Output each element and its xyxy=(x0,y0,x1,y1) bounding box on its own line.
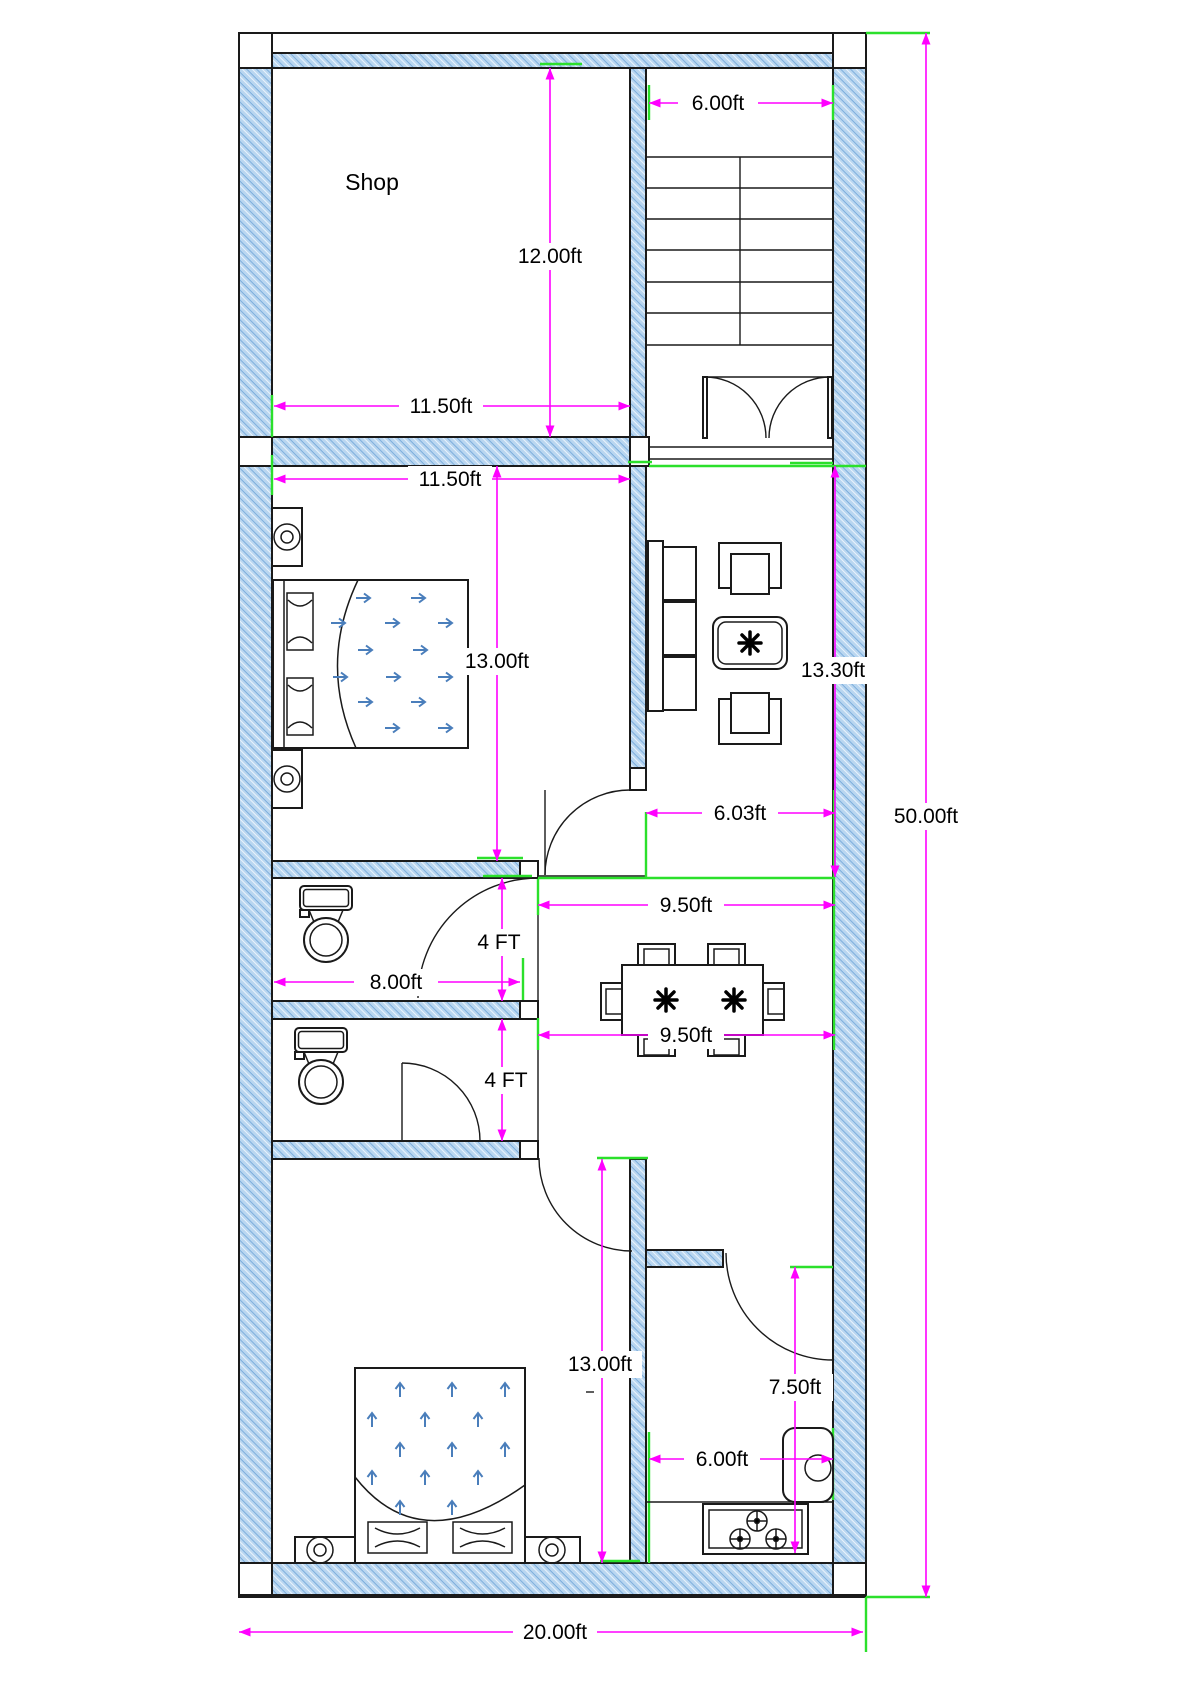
bedroom2-door-arc xyxy=(538,1157,633,1252)
living-left-wall xyxy=(629,465,647,769)
wall-end-cap xyxy=(629,767,647,791)
toilet-icon xyxy=(294,1027,348,1105)
dim-label-stair-width: 6.00ft xyxy=(692,92,745,115)
kitchen-fixtures xyxy=(646,1427,834,1555)
dim-label-shop-height: 12.00ft xyxy=(518,245,582,268)
bed-icon xyxy=(271,507,469,809)
wall-block xyxy=(238,436,273,467)
column-bottom-left xyxy=(238,1562,273,1596)
coffee-table-icon xyxy=(712,616,788,670)
dim-label-toilet1-height: 4 FT xyxy=(477,931,520,954)
dim-label-toilet1-width: 8.00ft xyxy=(370,971,423,994)
staircase xyxy=(646,156,833,346)
kitchen-door-arc xyxy=(725,1252,834,1361)
pillow xyxy=(286,677,314,736)
storefront-lintel xyxy=(271,32,834,54)
pillow xyxy=(367,1521,428,1554)
dim-label-plot-height: 50.00ft xyxy=(894,805,958,828)
top-wall xyxy=(271,52,834,69)
nightstand xyxy=(524,1536,581,1564)
nightstand xyxy=(294,1536,356,1564)
room-label-shop: Shop xyxy=(345,169,399,195)
toilet-icon xyxy=(299,885,353,963)
left-wall xyxy=(238,67,273,1564)
bed-icon xyxy=(294,1367,581,1564)
sink-icon xyxy=(782,1427,834,1503)
column-top-left xyxy=(238,32,273,69)
shop-bedroom-divider-wall xyxy=(271,436,631,467)
pillow xyxy=(286,592,314,651)
dim-label-living-width: 6.03ft xyxy=(714,802,767,825)
entrance-double-door xyxy=(649,376,833,460)
armchair-icon xyxy=(718,542,782,595)
bottom-wall xyxy=(271,1562,834,1596)
dim-label-bedroom1-height: 13.00ft xyxy=(465,650,529,673)
sofa-icon xyxy=(647,540,697,712)
dim-label-hall-bottom-width: 9.50ft xyxy=(660,1024,713,1047)
armchair-icon xyxy=(718,692,782,745)
labels: Shop 6.00ft 12.00ft 11.50ft 11.50ft 13.0… xyxy=(345,90,970,1646)
dim-label-shop-width: 11.50ft xyxy=(410,395,473,418)
toilet2-bottom-wall xyxy=(271,1140,521,1160)
door-swing-arc xyxy=(768,376,831,439)
wall-block xyxy=(519,1140,539,1160)
dim-label-kitchen-height: 7.50ft xyxy=(769,1376,822,1399)
dim-label-kitchen-width: 6.00ft xyxy=(696,1448,749,1471)
wall-block xyxy=(519,1000,539,1020)
plant-icon xyxy=(653,987,679,1013)
dim-label-bedroom1-width: 11.50ft xyxy=(419,468,482,491)
bedroom1-door-arc xyxy=(544,789,631,876)
structure-walls xyxy=(238,32,867,1598)
nightstand xyxy=(271,507,303,567)
toilet2-door-arc xyxy=(401,1062,481,1142)
interior-doors xyxy=(401,789,834,1361)
stove-icon xyxy=(702,1503,809,1555)
shop-stair-divider-wall xyxy=(629,67,647,438)
column-top-right xyxy=(832,32,867,69)
toilet1-top-wall xyxy=(271,860,521,879)
door-swing-arc xyxy=(704,376,767,439)
nightstand xyxy=(271,749,303,809)
toilet-divider-wall xyxy=(271,1000,521,1020)
right-wall xyxy=(832,67,867,1564)
dim-label-living-height: 13.30ft xyxy=(801,659,865,682)
dim-label-toilet2-height: 4 FT xyxy=(484,1069,527,1092)
blanket-line xyxy=(354,1476,526,1522)
dim-label-hall-top-width: 9.50ft xyxy=(660,894,713,917)
dim-label-bedroom2-height: 13.00ft xyxy=(568,1353,632,1376)
column-bottom-right xyxy=(832,1562,867,1596)
blanket-line xyxy=(336,579,359,749)
plant-icon xyxy=(737,630,763,656)
plant-icon xyxy=(721,987,747,1013)
dim-label-plot-width: 20.00ft xyxy=(523,1621,587,1644)
pillow xyxy=(452,1521,513,1554)
kitchen-top-wall xyxy=(645,1249,724,1268)
